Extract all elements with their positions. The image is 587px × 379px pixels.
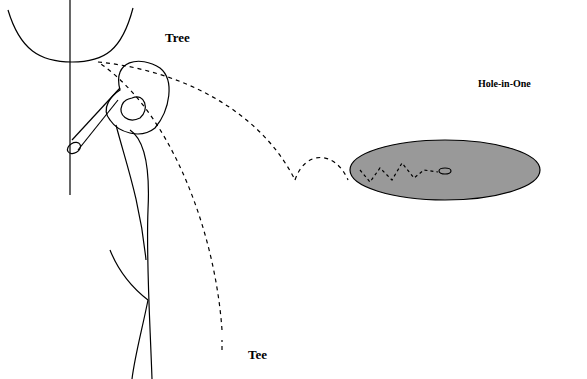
ball-flight xyxy=(98,62,222,350)
hole xyxy=(439,168,451,174)
golfer-leg xyxy=(110,250,148,300)
label: Tee xyxy=(248,347,267,363)
putting-green xyxy=(350,140,540,200)
golf-club xyxy=(72,88,120,140)
golfer-body xyxy=(130,130,152,379)
golfer-eye xyxy=(121,97,145,120)
club-head xyxy=(65,140,82,156)
golfer-leg xyxy=(132,300,148,379)
golfer-head xyxy=(106,61,169,134)
ball-bounce xyxy=(295,158,348,181)
golfer-arm xyxy=(116,125,146,260)
golf-club xyxy=(78,100,118,150)
label: Tree xyxy=(165,30,190,46)
tree-trunk xyxy=(69,0,70,195)
tree-crown xyxy=(8,8,133,62)
label: Hole-in-One xyxy=(478,78,531,89)
ball-rebound xyxy=(98,62,295,180)
ball-roll xyxy=(360,163,438,182)
